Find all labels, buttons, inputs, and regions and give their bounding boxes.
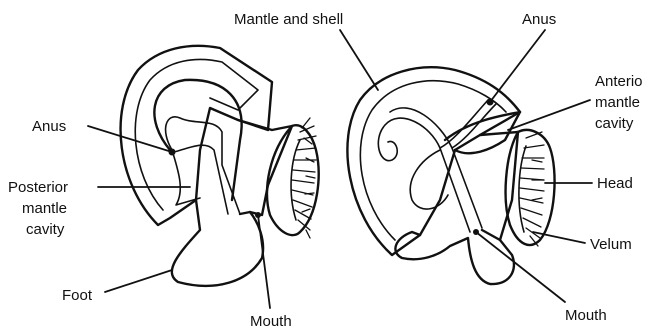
label-anus-right: Anus — [522, 11, 556, 28]
right-larva — [347, 67, 554, 284]
lead-anus-right — [490, 30, 545, 102]
label-anterior-1: Anterio — [595, 73, 643, 90]
lead-mantle-shell — [340, 30, 378, 90]
label-velum: Velum — [590, 236, 632, 253]
label-anterior-3: cavity — [595, 115, 634, 132]
left-larva — [121, 46, 319, 286]
lead-anterior-cavity — [508, 100, 590, 130]
left-shell-outer — [121, 46, 272, 225]
label-mouth-left: Mouth — [250, 313, 292, 330]
right-visceral — [410, 150, 448, 209]
label-mantle-and-shell: Mantle and shell — [234, 11, 343, 28]
label-posterior-3: cavity — [26, 221, 65, 238]
label-anus-left: Anus — [32, 118, 66, 135]
lead-anus-left — [88, 126, 172, 152]
right-foot — [395, 230, 514, 284]
right-gut-coil — [378, 118, 440, 161]
lead-foot — [105, 270, 172, 292]
label-foot: Foot — [62, 287, 93, 304]
label-anterior-2: mantle — [595, 94, 640, 111]
label-mouth-right: Mouth — [565, 307, 607, 324]
label-posterior-1: Posterior — [8, 179, 68, 196]
label-head: Head — [597, 175, 633, 192]
labels: Mantle and shell Anus Anterio mantle cav… — [8, 11, 643, 330]
label-posterior-2: mantle — [22, 200, 67, 217]
leader-lines — [88, 30, 592, 308]
